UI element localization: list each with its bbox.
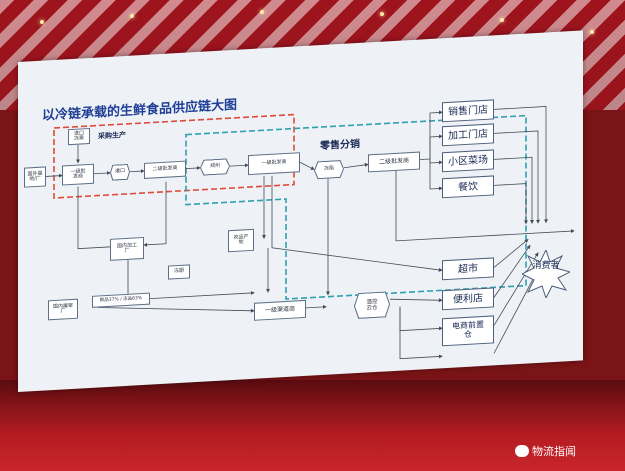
node-warehouse-label: 温控 云仓 <box>355 292 389 318</box>
node-first-wholesale: 一级批发商 <box>248 152 300 176</box>
node-farm: 农品产 地 <box>228 228 254 253</box>
node-processing-store-label: 加工门店 <box>448 128 488 142</box>
watermark: 物流指闻 <box>515 443 576 459</box>
node-catering-label: 餐饮 <box>458 180 478 193</box>
section-retail-label: 零售分销 <box>320 138 360 153</box>
node-store: 销售门店 <box>442 99 494 123</box>
node-second-wholesale-label: 二级批发商 <box>378 156 409 166</box>
node-process: 国内加工 厂 <box>110 236 144 261</box>
projection-screen: 以冷链承载的生鲜食品供应链大图 <box>18 30 583 393</box>
node-domestic: 国内屠宰 厂 <box>48 298 78 321</box>
node-import-label: 进口 冻票 <box>73 129 84 142</box>
node-freezer-label: 冻厨 <box>173 267 184 275</box>
node-community: 小区菜场 <box>442 149 494 173</box>
node-port-label: 港口 <box>111 165 129 180</box>
node-convenience: 便利店 <box>442 287 494 311</box>
node-store-label: 销售门店 <box>448 104 488 118</box>
node-second-buyer-label: 二级批发商 <box>152 165 178 173</box>
node-domestic-label: 国内屠宰 厂 <box>52 302 73 315</box>
node-second-buyer: 二级批发商 <box>144 160 186 179</box>
consumer-star-icon <box>522 250 570 298</box>
node-second-wholesale: 二级批发商 <box>368 151 420 173</box>
retail-region <box>185 114 527 300</box>
section-purchase-label: 采购生产 <box>98 130 126 141</box>
watermark-text: 物流指闻 <box>532 445 576 458</box>
node-ecommerce-label: 电商前置 仓 <box>452 320 484 340</box>
purchase-region <box>53 113 295 199</box>
node-catering: 餐饮 <box>442 175 494 199</box>
node-cold-label: 冻陷 <box>315 161 343 179</box>
node-channel: 一级渠道商 <box>254 299 306 321</box>
node-origin: 国外基 地/厂 <box>24 166 46 188</box>
node-warehouse: 温控 云仓 <box>354 291 390 319</box>
node-zhengzhou: 郑州 <box>200 158 230 176</box>
node-ecommerce: 电商前置 仓 <box>442 315 494 347</box>
node-process-label: 国内加工 厂 <box>116 241 137 255</box>
node-supermarket: 超市 <box>442 257 494 281</box>
node-cold: 冻陷 <box>314 160 344 180</box>
wechat-icon <box>515 445 529 457</box>
node-port: 港口 <box>110 164 130 181</box>
node-primary1: 一级批 发商 <box>62 163 94 186</box>
node-freezer: 冻厨 <box>168 264 190 280</box>
node-supermarket-label: 超市 <box>458 262 478 275</box>
flow-lines <box>46 106 575 360</box>
node-channel-label: 一级渠道商 <box>264 305 295 314</box>
node-share-label: 鲜品37% / 冻品63% <box>99 295 143 303</box>
node-community-label: 小区菜场 <box>448 154 488 168</box>
node-import: 进口 冻票 <box>68 127 90 146</box>
node-processing-store: 加工门店 <box>442 123 494 147</box>
node-zhengzhou-label: 郑州 <box>201 159 229 175</box>
node-first-wholesale-label: 一级批发商 <box>261 159 287 167</box>
node-convenience-label: 便利店 <box>453 292 483 306</box>
node-origin-label: 国外基 地/厂 <box>27 170 43 183</box>
node-consumer: 消费者 <box>532 261 560 271</box>
node-farm-label: 农品产 地 <box>233 233 249 246</box>
node-primary1-label: 一级批 发商 <box>70 167 86 180</box>
